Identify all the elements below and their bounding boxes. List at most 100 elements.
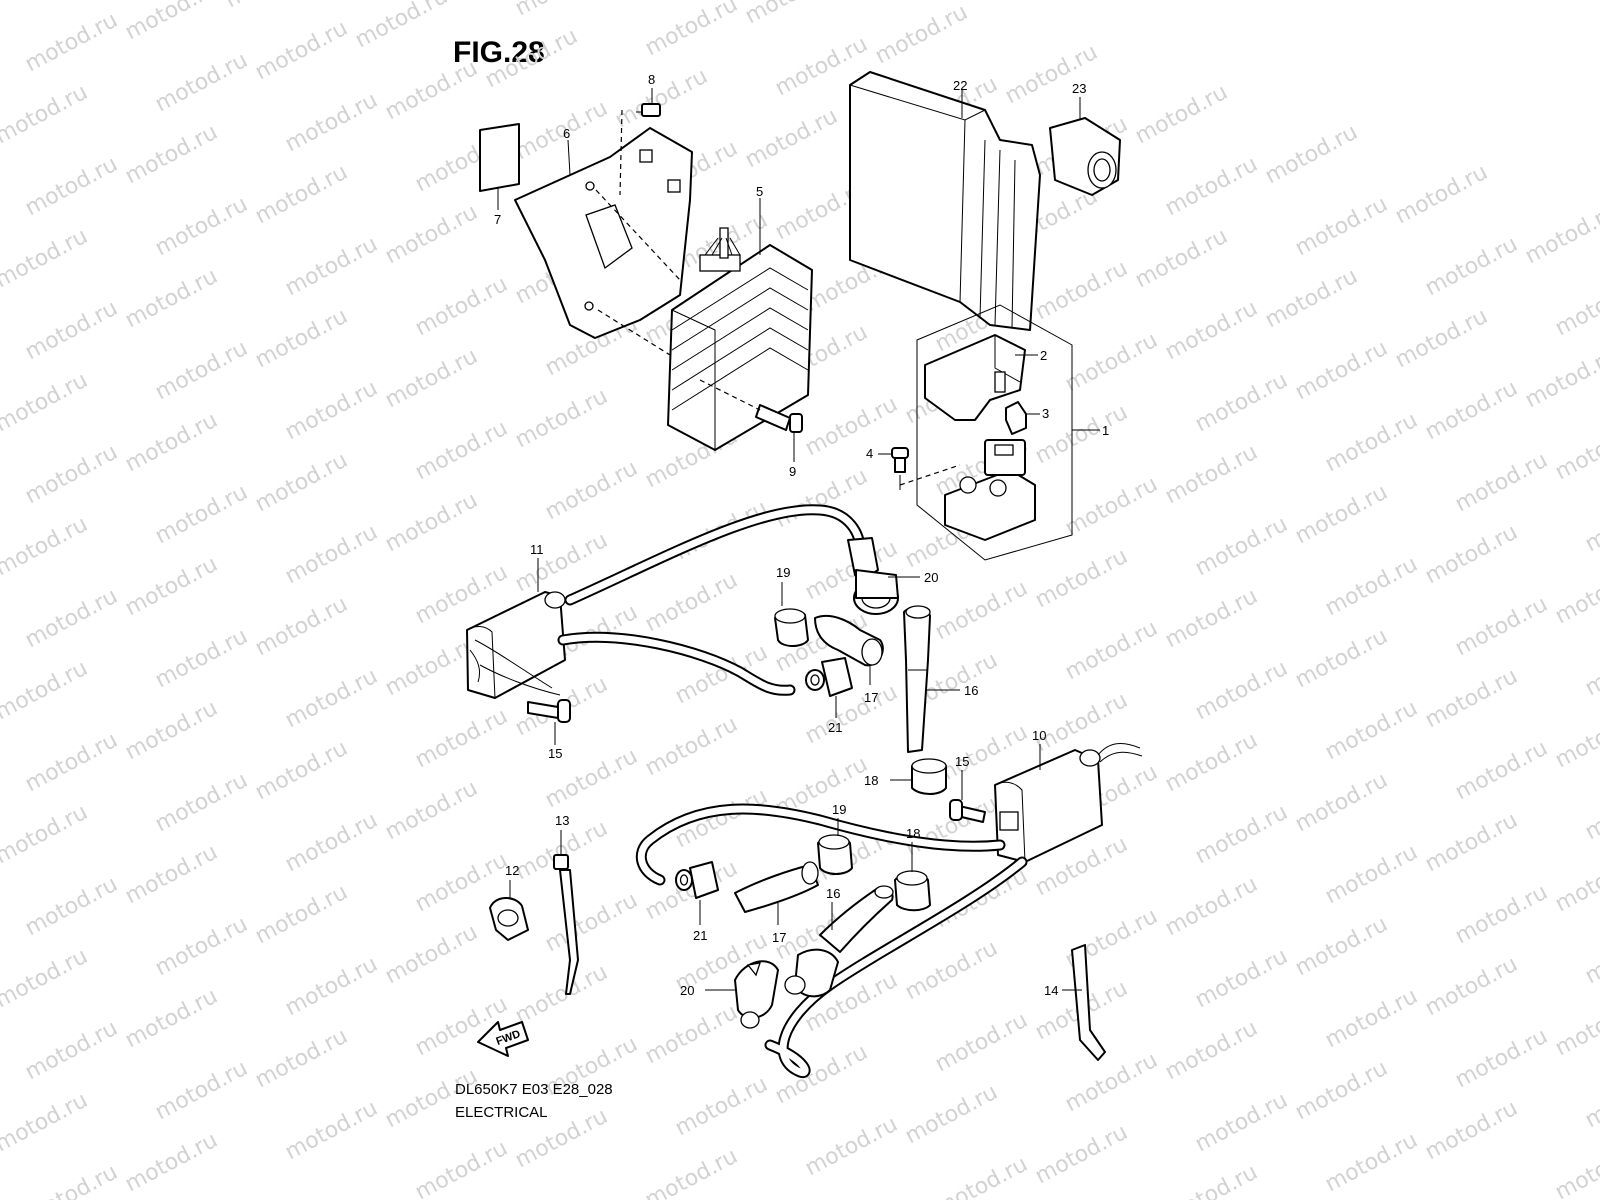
- watermark-text: motod.ru: [1421, 808, 1522, 877]
- part-15-bolt-front[interactable]: [527, 699, 571, 745]
- watermark-text: motod.ru: [121, 984, 222, 1053]
- watermark-text: motod.ru: [1291, 624, 1392, 693]
- front-high-tension-lead[interactable]: [557, 504, 866, 696]
- watermark-text: motod.ru: [381, 920, 482, 989]
- part-12-clamp[interactable]: [489, 880, 529, 941]
- watermark-text: motod.ru: [381, 344, 482, 413]
- part-5-regulator-rectifier[interactable]: [595, 189, 813, 451]
- watermark-text: motod.ru: [21, 1160, 122, 1200]
- part-6-regulator-bracket[interactable]: [514, 127, 693, 339]
- watermark-text: motod.ru: [121, 696, 222, 765]
- part-2-relay-cover[interactable]: [924, 334, 1038, 421]
- watermark-text: motod.ru: [741, 0, 842, 29]
- watermark-text: motod.ru: [1161, 296, 1262, 365]
- callout-12: 12: [505, 863, 519, 878]
- watermark-text: motod.ru: [1451, 880, 1552, 949]
- callout-4: 4: [866, 446, 873, 461]
- part-18-sleeve-rear[interactable]: [894, 842, 931, 912]
- watermark-text: motod.ru: [121, 264, 222, 333]
- callout-19-rear: 19: [832, 802, 846, 817]
- part-4-screw[interactable]: [878, 447, 961, 490]
- watermark-text: motod.ru: [281, 88, 382, 157]
- part-20-plug-cap-front[interactable]: [847, 537, 920, 615]
- watermark-text: motod.ru: [511, 96, 612, 165]
- part-20-plug-cap-rear[interactable]: [705, 948, 839, 1029]
- callout-13: 13: [555, 813, 569, 828]
- watermark-text: motod.ru: [641, 1000, 742, 1069]
- callout-18-rear: 18: [906, 826, 920, 841]
- part-16-lead-tube-rear[interactable]: [819, 885, 894, 953]
- callout-20-front: 20: [924, 570, 938, 585]
- watermark-text: motod.ru: [21, 8, 122, 77]
- watermark-text: motod.ru: [1191, 944, 1292, 1013]
- part-22-ecm-unit[interactable]: [849, 71, 1041, 331]
- watermark-text: motod.ru: [641, 568, 742, 637]
- watermark-text: motod.ru: [1161, 1160, 1262, 1200]
- callout-20-rear: 20: [680, 983, 694, 998]
- part-10-ignition-coil-rear[interactable]: [994, 743, 1143, 863]
- watermark-text: motod.ru: [121, 120, 222, 189]
- starter-relay-body[interactable]: [944, 439, 1036, 541]
- watermark-text: motod.ru: [1061, 472, 1162, 541]
- watermark-text: motod.ru: [1551, 560, 1600, 629]
- watermark-text: motod.ru: [931, 576, 1032, 645]
- watermark-text: motod.ru: [1421, 664, 1522, 733]
- watermark-text: motod.ru: [121, 1128, 222, 1197]
- part-21-seal-rear[interactable]: [675, 861, 719, 925]
- part-11-ignition-coil-front[interactable]: [466, 558, 566, 699]
- watermark-text: motod.ru: [381, 1064, 482, 1133]
- watermark-text: motod.ru: [1061, 1048, 1162, 1117]
- part-13-cable-tie[interactable]: [553, 830, 579, 995]
- callout-5: 5: [756, 184, 763, 199]
- diagram-code: DL650K7 E03 E28_028: [455, 1081, 613, 1098]
- part-19-sleeve-rear[interactable]: [817, 818, 853, 875]
- part-21-seal-front[interactable]: [805, 657, 853, 718]
- watermark-text: motod.ru: [121, 552, 222, 621]
- part-7-label-sticker[interactable]: [479, 123, 520, 210]
- watermark-text: motod.ru: [21, 872, 122, 941]
- callout-17-rear: 17: [772, 930, 786, 945]
- watermark-text: motod.ru: [481, 24, 582, 93]
- watermark-text: motod.ru: [1291, 480, 1392, 549]
- watermark-text: motod.ru: [121, 840, 222, 909]
- part-9-bolt[interactable]: [699, 379, 803, 462]
- watermark-text: motod.ru: [1291, 912, 1392, 981]
- watermark-text: motod.ru: [1191, 800, 1292, 869]
- part-1-starter-relay-assembly[interactable]: [916, 304, 1100, 561]
- watermark-text: motod.ru: [281, 808, 382, 877]
- callout-3: 3: [1042, 406, 1049, 421]
- part-17-boot-front[interactable]: [814, 614, 884, 685]
- watermark-text: motod.ru: [1551, 1136, 1600, 1200]
- watermark-text: motod.ru: [0, 368, 92, 437]
- callout-18-front: 18: [864, 773, 878, 788]
- watermark-text: motod.ru: [411, 272, 512, 341]
- watermark-text: motod.ru: [611, 64, 712, 133]
- part-8-screw[interactable]: [619, 88, 661, 196]
- part-14-strap[interactable]: [1062, 944, 1106, 1061]
- watermark-text: motod.ru: [1031, 256, 1132, 325]
- watermark-text: motod.ru: [151, 912, 252, 981]
- part-15-bolt-rear[interactable]: [949, 770, 986, 823]
- callout-11: 11: [530, 542, 544, 557]
- part-16-lead-tube-front[interactable]: [903, 605, 960, 753]
- callout-16-front: 16: [964, 683, 978, 698]
- watermark-text: motod.ru: [1451, 448, 1552, 517]
- part-18-sleeve-front[interactable]: [890, 758, 947, 795]
- callout-21-rear: 21: [693, 928, 707, 943]
- rear-high-tension-lead[interactable]: [635, 803, 1028, 1078]
- part-3-fuse[interactable]: [1005, 401, 1040, 435]
- part-17-boot-rear[interactable]: [734, 861, 819, 925]
- watermark-text: motod.ru: [1161, 872, 1262, 941]
- callout-21-front: 21: [828, 720, 842, 735]
- watermark-text: motod.ru: [1161, 152, 1262, 221]
- callout-16-rear: 16: [826, 886, 840, 901]
- watermark-text: motod.ru: [151, 480, 252, 549]
- watermark-text: motod.ru: [1131, 80, 1232, 149]
- part-19-sleeve-front[interactable]: [774, 582, 809, 647]
- part-23-connector[interactable]: [1049, 97, 1121, 196]
- watermark-text: motod.ru: [1161, 1016, 1262, 1085]
- watermark-text: motod.ru: [641, 0, 742, 61]
- watermark-text: motod.ru: [1321, 696, 1422, 765]
- watermark-text: motod.ru: [1451, 1024, 1552, 1093]
- watermark-text: motod.ru: [21, 728, 122, 797]
